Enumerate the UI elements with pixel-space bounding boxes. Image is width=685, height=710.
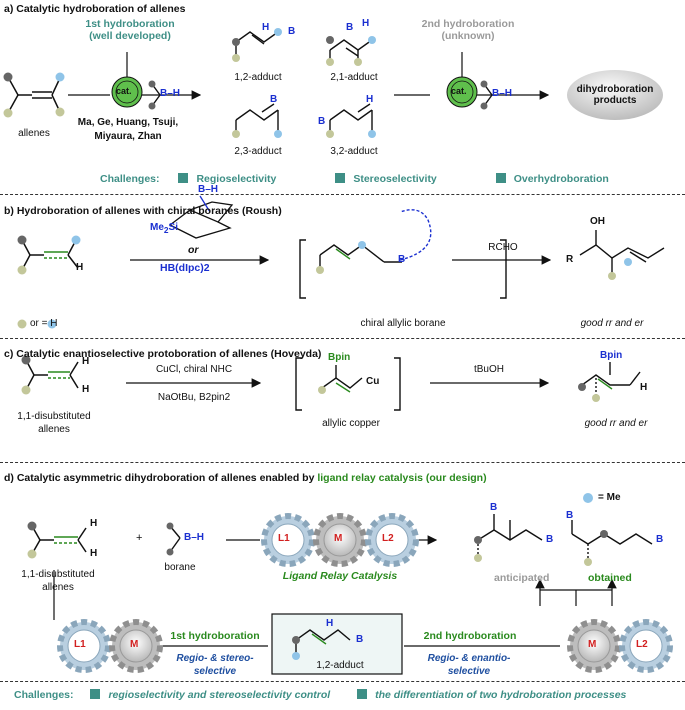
gear-m-top — [313, 513, 367, 567]
allenes-label: allenes — [18, 128, 50, 139]
gear-label-l2-bottom: L2 — [636, 639, 648, 650]
obtained-product — [571, 520, 653, 566]
divider-cd — [0, 462, 685, 463]
first-sel-d: Regio- & stereo-selective — [176, 653, 254, 677]
challenges-a: Challenges: Regioselectivity Stereoselec… — [100, 173, 609, 185]
legend-olive-dot — [17, 319, 27, 329]
gear-label-m-bottom-right: M — [588, 639, 597, 650]
allylic-borane-label: chiral allylic borane — [360, 318, 446, 329]
gear-label-l2: L2 — [382, 533, 394, 544]
gear-m-bottom-left — [109, 619, 163, 673]
cu-label: Cu — [366, 376, 380, 387]
challenges-d: Challenges: regioselectivity and stereos… — [14, 689, 627, 701]
r-label: R — [566, 254, 574, 265]
gear-l1-top — [261, 513, 315, 567]
allylboronate-c — [578, 362, 641, 402]
product-ellipse — [567, 70, 663, 120]
divider-ab — [0, 194, 685, 195]
second-hb-label: 2nd hydroboration(unknown) — [421, 18, 515, 42]
adduct-21-label: 2,1-adduct — [330, 72, 378, 83]
adduct-32-label: 3,2-adduct — [330, 146, 378, 157]
gear-label-m-bottom-left: M — [130, 639, 139, 650]
anticipated-label: anticipated — [494, 572, 550, 584]
obtained-label: obtained — [588, 572, 632, 584]
legend-or-h: or = H — [30, 318, 58, 329]
gear-m-bottom-right — [567, 619, 621, 673]
borane-a1 — [148, 80, 161, 110]
adduct-23 — [232, 103, 282, 138]
bh-label-2: B–H — [492, 88, 513, 99]
homoallyl-alcohol — [579, 230, 665, 280]
gear-label-l1: L1 — [278, 533, 290, 544]
section-c-title: c) Catalytic enantioselective protoborat… — [4, 348, 322, 360]
gear-label-m: M — [334, 533, 343, 544]
allene-a — [3, 72, 65, 118]
borane-label: borane — [164, 562, 196, 573]
allylic-copper-c — [295, 357, 401, 411]
cat-label-1: cat. — [116, 86, 132, 96]
gear-label-l1-bottom: L1 — [74, 639, 86, 650]
borane-d — [166, 522, 181, 556]
bpin-c1: Bpin — [328, 352, 351, 363]
borane-a2 — [480, 80, 493, 110]
gear-l2-bottom — [619, 619, 673, 673]
cond1: CuCl, chiral NHC — [155, 364, 233, 375]
ligand-relay-label: Ligand Relay Catalysis — [282, 570, 398, 582]
section-d-title: d) Catalytic asymmetric dihydroboration … — [4, 472, 487, 484]
allene-b — [17, 235, 81, 275]
allylic-copper-label: allylic copper — [322, 418, 380, 429]
first-hb-label: 1st hydroboration(well developed) — [85, 18, 175, 42]
authors: Ma, Ge, Huang, Tsuji,Miyaura, Zhan — [77, 117, 179, 142]
catalyst-cycle-a2 — [446, 76, 478, 108]
rcho-label: RCHO — [488, 242, 518, 253]
second-sel-d: Regio- & enantio-selective — [427, 653, 511, 677]
adduct-d-label: 1,2-adduct — [316, 660, 364, 671]
adduct-21 — [326, 36, 376, 66]
allene-c — [21, 355, 79, 395]
ipc-reagent: HB(dIpc)2 — [160, 262, 210, 274]
allene-d — [27, 521, 87, 559]
me-legend-text: = Me — [598, 492, 621, 503]
section-a-title: a) Catalytic hydroboration of allenes — [4, 3, 186, 15]
or-label: or — [188, 244, 199, 256]
allylic-borane-b — [299, 209, 507, 299]
anticipated-product — [474, 514, 543, 562]
adduct-box — [271, 613, 403, 675]
oh-label: OH — [590, 216, 605, 227]
legend-blue-dot — [47, 319, 57, 329]
adduct-d — [292, 629, 351, 660]
disubstituted-allenes-d: 1,1-disubstituted allenes — [21, 569, 95, 593]
h-label-b: H — [76, 262, 84, 273]
section-b-title: b) Hydroboration of allenes with chiral … — [4, 205, 282, 217]
divider-bc — [0, 338, 685, 339]
plus-sign: + — [136, 532, 143, 544]
gear-l1-bottom — [57, 619, 111, 673]
adduct-23-label: 2,3-adduct — [234, 146, 282, 157]
bh-label-1: B–H — [160, 88, 181, 99]
bpin-c2: Bpin — [600, 350, 623, 361]
cat-label-2: cat. — [451, 86, 467, 96]
divider-d-bottom — [0, 681, 685, 682]
adduct-32 — [326, 103, 376, 138]
me-legend-dot — [583, 493, 593, 503]
cond2: NaOtBu, B2pin2 — [157, 392, 231, 403]
chiral-borane-structure — [169, 195, 234, 239]
disubstituted-allenes-c: 1,1-disubstituted allenes — [17, 411, 91, 435]
tbuoh-label: tBuOH — [473, 364, 504, 375]
good-rr-er-b: good rr and er — [580, 318, 644, 329]
adduct-12-label: 1,2-adduct — [234, 72, 282, 83]
second-hb-d: 2nd hydroboration — [423, 630, 517, 642]
first-hb-d: 1st hydroboration — [170, 630, 260, 642]
gear-l2-top — [365, 513, 419, 567]
dihydroboration-products: dihydroboration products — [576, 84, 654, 106]
good-rr-er-c: good rr and er — [584, 418, 648, 429]
catalyst-cycle-a1 — [111, 76, 143, 108]
adduct-12 — [232, 28, 282, 62]
